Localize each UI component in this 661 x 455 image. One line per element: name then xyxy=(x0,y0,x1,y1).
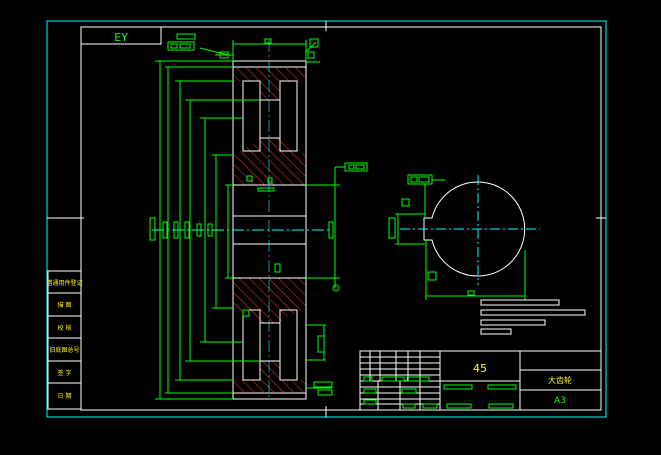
corner-code-box: EY xyxy=(80,26,162,45)
rim-hatch-top xyxy=(234,68,305,81)
corner-code-frame xyxy=(80,26,162,45)
left-side-table: 借通用件登记 描 图 校 核 旧底图总号 签 字 日 期 xyxy=(46,270,83,410)
hub-end-view[interactable] xyxy=(388,174,540,300)
title-block[interactable]: 45 大齿轮 A3 xyxy=(359,350,602,411)
part-name-label: 大齿轮 xyxy=(548,375,572,385)
gear-section-view[interactable] xyxy=(152,40,330,400)
left-table-row-5: 日 期 xyxy=(58,392,72,400)
corner-code-text: EY xyxy=(114,31,128,44)
sheet-frame xyxy=(46,20,607,418)
sheet-size-label: A3 xyxy=(554,396,566,406)
left-table-row-2: 校 核 xyxy=(58,324,72,332)
technical-requirements xyxy=(480,299,586,335)
inner-frame xyxy=(80,26,602,411)
left-table-row-1: 描 图 xyxy=(58,301,72,309)
left-table-row-0: 借通用件登记 xyxy=(46,279,82,287)
material-label: 45 xyxy=(473,362,487,375)
left-table-row-4: 签 字 xyxy=(58,369,72,377)
top-annotations xyxy=(167,33,320,63)
diameter-dimensions xyxy=(149,60,260,400)
hub-circle xyxy=(423,181,526,277)
left-table-frame xyxy=(47,270,82,410)
left-table-row-3: 旧底图总号 xyxy=(49,346,79,354)
outer-frame xyxy=(46,20,607,418)
right-annotations xyxy=(242,162,368,396)
